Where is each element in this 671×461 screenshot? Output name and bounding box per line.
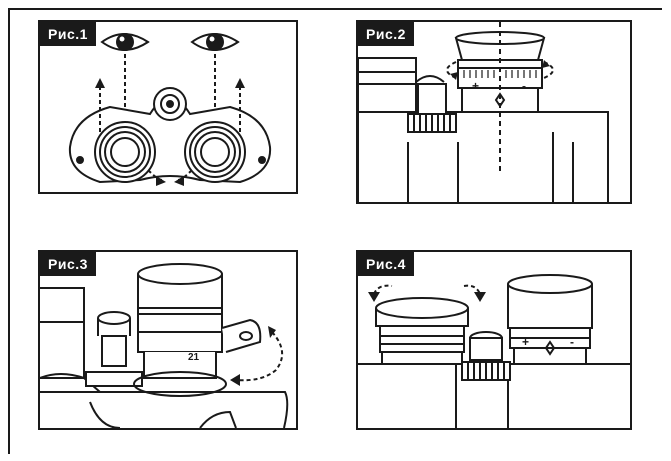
figure-3-scale-text: 21 xyxy=(188,352,200,363)
figure-1-panel: Рис.1 xyxy=(38,20,298,194)
figure-2-panel: Рис.2 xyxy=(356,20,632,204)
figure-4-plus-mark: + xyxy=(522,335,529,349)
figure-4-minus-mark: - xyxy=(570,335,574,349)
left-eyepiece xyxy=(94,121,156,183)
fig3-eyepiece xyxy=(133,263,227,397)
figure-2-plus-mark: + xyxy=(472,79,479,93)
figure-3-illustration: 21 xyxy=(40,263,289,428)
figure-1-illustration xyxy=(68,33,272,186)
right-eye-icon xyxy=(190,33,240,51)
diopter-eyepiece xyxy=(454,31,546,113)
figure-2-illustration: + - xyxy=(358,22,609,202)
figure-3-label: Рис.3 xyxy=(40,252,96,276)
figure-4-panel: Рис.4 xyxy=(356,250,632,430)
left-eye-icon xyxy=(100,33,150,51)
figure-4-illustration: + - xyxy=(358,274,630,428)
right-eyepiece xyxy=(184,121,246,183)
figure-2-minus-mark: - xyxy=(522,79,526,93)
figure-4-label: Рис.4 xyxy=(358,252,414,276)
page-frame xyxy=(8,8,662,454)
fig4-right-eyepiece xyxy=(507,274,593,365)
figure-1-label: Рис.1 xyxy=(40,22,96,46)
figure-3-panel: Рис.3 xyxy=(38,250,298,430)
fig4-left-eyepiece xyxy=(375,297,469,365)
figure-2-label: Рис.2 xyxy=(358,22,414,46)
